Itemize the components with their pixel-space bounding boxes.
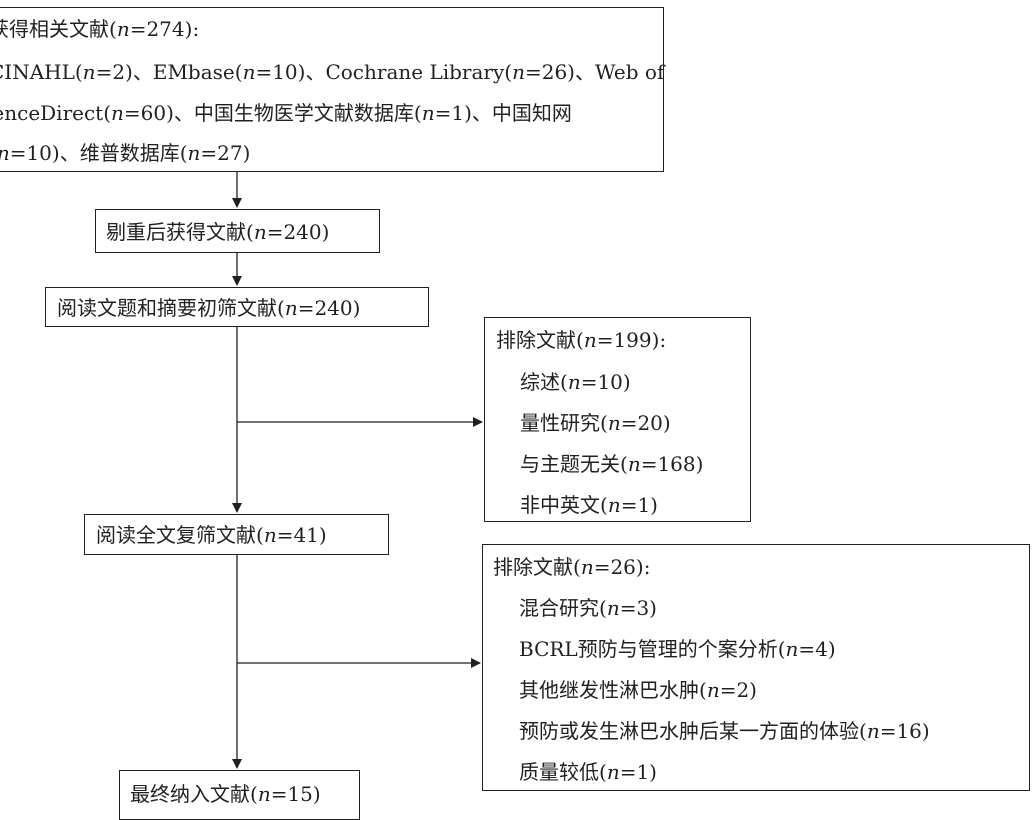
text-segment: =10)、Cochrane Library(	[255, 60, 513, 84]
count-variable: n	[583, 328, 597, 352]
text-segment: =20)	[620, 411, 671, 435]
text-segment: 混合研究(	[519, 596, 607, 620]
sources-line: (n=10)、维普数据库(n=27)	[0, 141, 250, 165]
text-segment: =168)	[640, 452, 704, 476]
count-variable: n	[512, 60, 525, 84]
exclude-1-item: 量性研究(n=20)	[520, 411, 671, 435]
exclude-box-1: 排除文献(n=199): 综述(n=10) 量性研究(n=20) 与主题无关(n…	[484, 317, 751, 522]
text-segment: ienceDirect(	[0, 101, 112, 125]
count-variable: n	[421, 101, 435, 125]
text-segment: 排除文献(	[493, 555, 581, 579]
count-variable: n	[253, 220, 267, 244]
exclude-1-item: 综述(n=10)	[520, 370, 631, 394]
count-variable: n	[567, 370, 581, 394]
count-variable: n	[284, 296, 298, 320]
text-segment: 综述(	[520, 370, 568, 394]
exclude-1-heading: 排除文献(n=199):	[496, 328, 666, 352]
text-segment: =1)	[620, 493, 658, 517]
text-segment: 预防或发生淋巴水肿后某一方面的体验(	[519, 719, 867, 743]
count-variable: n	[785, 637, 799, 661]
exclude-2-item: 其他继发性淋巴水肿(n=2)	[519, 678, 757, 702]
text-segment: CINAHL(	[0, 60, 83, 84]
count-variable: n	[866, 719, 880, 743]
fulltext-screen-label: 阅读全文复筛文献(n=41)	[96, 523, 327, 547]
exclude-2-item: 质量较低(n=1)	[519, 760, 657, 784]
count-variable: n	[706, 678, 720, 702]
text-segment: 与主题无关(	[520, 452, 628, 476]
exclude-1-item: 非中英文(n=1)	[520, 493, 658, 517]
count-variable: n	[263, 523, 277, 547]
exclude-2-item: 混合研究(n=3)	[519, 596, 657, 620]
text-segment: BCRL预防与管理的个案分析(	[519, 637, 786, 661]
text-segment: 其他继发性淋巴水肿(	[519, 678, 707, 702]
count-variable: n	[0, 141, 10, 165]
text-segment: =27)	[200, 141, 251, 165]
exclude-box-2: 排除文献(n=26): 混合研究(n=3) BCRL预防与管理的个案分析(n=4…	[482, 544, 1030, 791]
count-variable: n	[187, 141, 201, 165]
text-segment: =41)	[276, 523, 327, 547]
text-segment: 最终纳入文献(	[130, 782, 258, 806]
text-segment: 质量较低(	[519, 760, 607, 784]
exclude-2-item: BCRL预防与管理的个案分析(n=4)	[519, 637, 836, 661]
text-segment: =2)、EMbase(	[95, 60, 243, 84]
final-included-label: 最终纳入文献(n=15)	[130, 782, 321, 806]
count-variable: n	[82, 60, 96, 84]
title-abstract-screen-box: 阅读文题和摘要初筛文献(n=240)	[45, 287, 429, 327]
text-segment: =240)	[266, 220, 330, 244]
count-variable: n	[607, 493, 621, 517]
text-segment: =26):	[593, 555, 651, 579]
count-variable: n	[580, 555, 594, 579]
text-segment: =60)、中国生物医学文献数据库(	[123, 101, 422, 125]
text-segment: =15)	[270, 782, 321, 806]
text-segment: 剔重后获得文献(	[106, 220, 254, 244]
final-included-box: 最终纳入文献(n=15)	[119, 770, 360, 820]
exclude-2-item: 预防或发生淋巴水肿后某一方面的体验(n=16)	[519, 719, 930, 743]
sources-heading: 获得相关文献(n=274):	[0, 17, 200, 41]
text-segment: 量性研究(	[520, 411, 608, 435]
text-segment: 阅读文题和摘要初筛文献(	[57, 296, 285, 320]
text-segment: =1)、中国知网	[434, 101, 572, 125]
exclude-1-item: 与主题无关(n=168)	[520, 452, 703, 476]
text-segment: =4)	[798, 637, 836, 661]
text-segment: =10)	[580, 370, 631, 394]
text-segment: 非中英文(	[520, 493, 608, 517]
text-segment: =16)	[879, 719, 930, 743]
sources-box: 获得相关文献(n=274): CINAHL(n=2)、EMbase(n=10)、…	[0, 7, 664, 172]
count-variable: n	[257, 782, 271, 806]
dedup-box: 剔重后获得文献(n=240)	[95, 209, 380, 253]
dedup-label: 剔重后获得文献(n=240)	[106, 220, 329, 244]
text-segment: =199):	[596, 328, 667, 352]
count-variable: n	[111, 101, 124, 125]
sources-line: CINAHL(n=2)、EMbase(n=10)、Cochrane Librar…	[0, 60, 664, 84]
text-segment: =10)、维普数据库(	[9, 141, 188, 165]
text-segment: =2)	[719, 678, 757, 702]
text-segment: =240)	[297, 296, 361, 320]
count-variable: n	[606, 596, 620, 620]
text-segment: =1)	[619, 760, 657, 784]
exclude-2-heading: 排除文献(n=26):	[493, 555, 650, 579]
text-segment: =3)	[619, 596, 657, 620]
count-variable: n	[627, 452, 641, 476]
text-segment: =26)、Web of	[524, 60, 665, 84]
sources-line: ienceDirect(n=60)、中国生物医学文献数据库(n=1)、中国知网	[0, 101, 572, 125]
fulltext-screen-box: 阅读全文复筛文献(n=41)	[84, 514, 389, 555]
count-variable: n	[607, 411, 621, 435]
count-variable: n	[606, 760, 620, 784]
text-segment: 阅读全文复筛文献(	[96, 523, 264, 547]
count-variable: n	[242, 60, 256, 84]
title-abstract-screen-label: 阅读文题和摘要初筛文献(n=240)	[57, 296, 360, 320]
text-segment: 排除文献(	[496, 328, 584, 352]
